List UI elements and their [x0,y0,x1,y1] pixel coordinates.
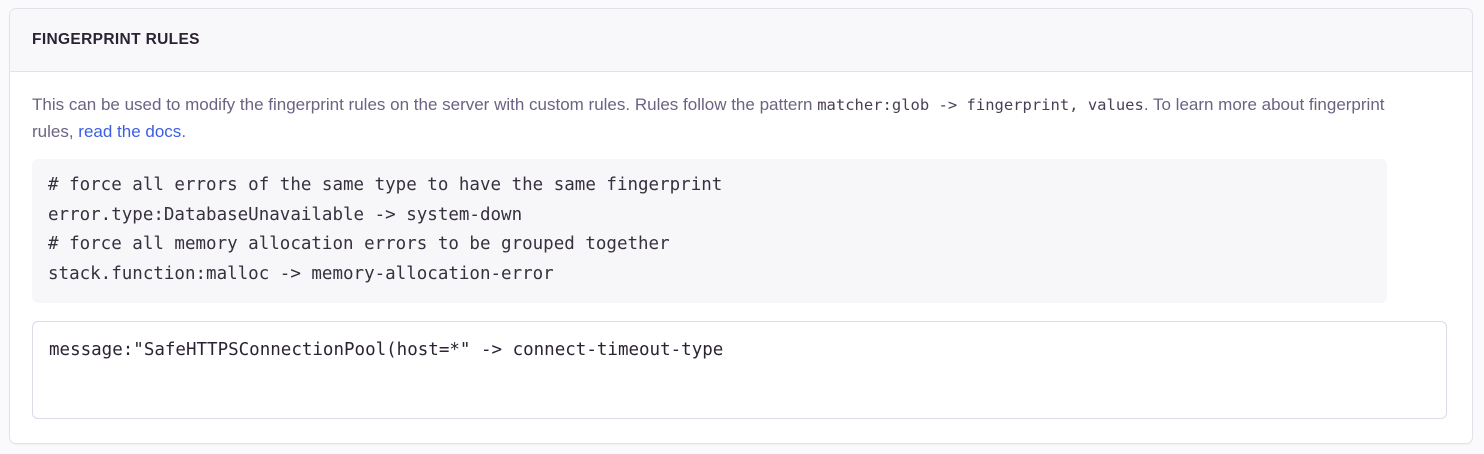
panel-header: FINGERPRINT RULES [10,9,1472,72]
example-code-block: # force all errors of the same type to h… [32,159,1387,303]
panel-body: This can be used to modify the fingerpri… [10,72,1472,419]
inline-code-pattern: matcher:glob -> fingerprint, values [817,96,1144,114]
fingerprint-rules-panel: FINGERPRINT RULES This can be used to mo… [9,8,1473,444]
description-part-2: . To learn more about fingerprint rules, [32,95,1385,141]
page-title: FINGERPRINT RULES [32,31,200,48]
description-part-3: . [181,121,187,141]
fingerprint-rules-input[interactable] [32,321,1447,419]
description-part-1: This can be used to modify the fingerpri… [32,95,818,114]
read-the-docs-link[interactable]: read the docs [78,121,182,141]
description-text: This can be used to modify the fingerpri… [32,92,1387,145]
